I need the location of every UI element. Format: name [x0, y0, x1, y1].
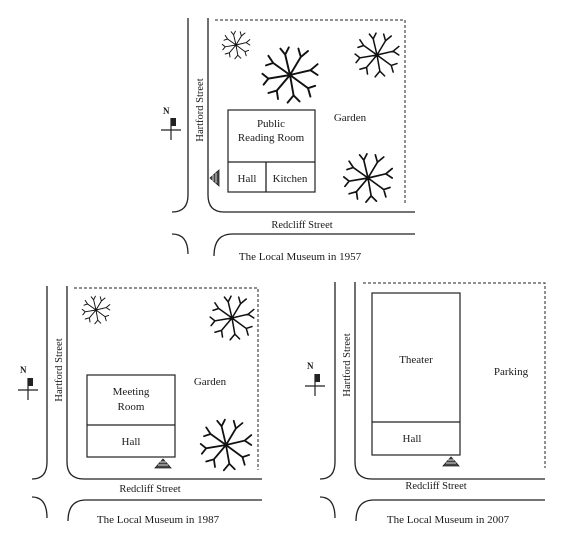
north-arrow-icon: [304, 373, 326, 397]
street-label-hartford-2007: Hartford Street: [342, 333, 353, 396]
road-curb-inner-1987: [66, 286, 262, 480]
building-1957: [227, 109, 316, 193]
area-label-parking: Parking: [494, 366, 529, 378]
caption-1987: The Local Museum in 1987: [97, 514, 220, 526]
tree-icon: [343, 153, 393, 203]
caption-2007: The Local Museum in 2007: [387, 514, 510, 526]
corner-curb-sw-1987: [31, 496, 48, 519]
street-label-redcliff-1957: Redcliff Street: [271, 220, 332, 231]
road-curb-inner-2007: [354, 282, 545, 480]
tree-icon: [81, 295, 111, 325]
room-label-hall-2007: Hall: [403, 433, 422, 445]
tree-icon: [209, 295, 255, 341]
tree-icon: [261, 46, 319, 104]
road-curb-inner-1957: [207, 18, 415, 213]
building-2007: [371, 292, 461, 456]
north-label: N: [163, 106, 170, 116]
hartford-street-west-curb-1957: [171, 18, 189, 213]
corner-curb-sw-1957: [171, 233, 189, 255]
map-1987: Meeting Room Hall Garden Hartford Street…: [17, 286, 262, 526]
site-boundary-1957: [215, 19, 406, 203]
area-label-garden-1987: Garden: [194, 376, 227, 388]
street-label-hartford-1957: Hartford Street: [195, 78, 206, 141]
redcliff-street-south-curb-2007: [355, 499, 545, 522]
hartford-street-west-curb-2007: [319, 282, 336, 480]
north-label: N: [307, 361, 314, 371]
area-label-garden-1957: Garden: [334, 112, 367, 124]
tree-icon: [354, 32, 400, 78]
tree-icon: [199, 418, 253, 472]
room-label-theater: Theater: [399, 354, 433, 366]
map-2007: Theater Hall Parking Hartford Street Red…: [304, 282, 546, 526]
entrance-icon: [209, 169, 220, 187]
map-1957: Public Reading Room Hall Kitchen Garden …: [160, 18, 415, 263]
room-label-reading-room: Reading Room: [238, 132, 305, 144]
building-1987: [86, 374, 176, 458]
corner-curb-sw-2007: [319, 496, 336, 519]
north-label: N: [20, 365, 27, 375]
redcliff-street-south-curb-1957: [213, 233, 415, 257]
hartford-street-west-curb-1987: [31, 286, 48, 480]
north-arrow-icon: [160, 117, 182, 141]
site-boundary-2007: [363, 282, 546, 468]
street-label-hartford-1987: Hartford Street: [54, 338, 65, 401]
room-label-meeting: Meeting: [113, 386, 150, 398]
street-label-redcliff-1987: Redcliff Street: [119, 484, 180, 495]
room-label-kitchen: Kitchen: [273, 173, 308, 185]
entrance-icon: [442, 456, 460, 467]
room-label-hall-1957: Hall: [238, 173, 257, 185]
street-label-redcliff-2007: Redcliff Street: [405, 481, 466, 492]
entrance-icon: [154, 458, 172, 469]
tree-icon: [221, 30, 251, 60]
redcliff-street-south-curb-1987: [67, 499, 262, 522]
room-label-hall-1987: Hall: [122, 436, 141, 448]
site-boundary-1987: [74, 287, 259, 470]
north-arrow-icon: [17, 377, 39, 401]
caption-1957: The Local Museum in 1957: [239, 251, 362, 263]
room-label-public: Public: [257, 118, 285, 130]
room-label-room: Room: [118, 401, 145, 413]
